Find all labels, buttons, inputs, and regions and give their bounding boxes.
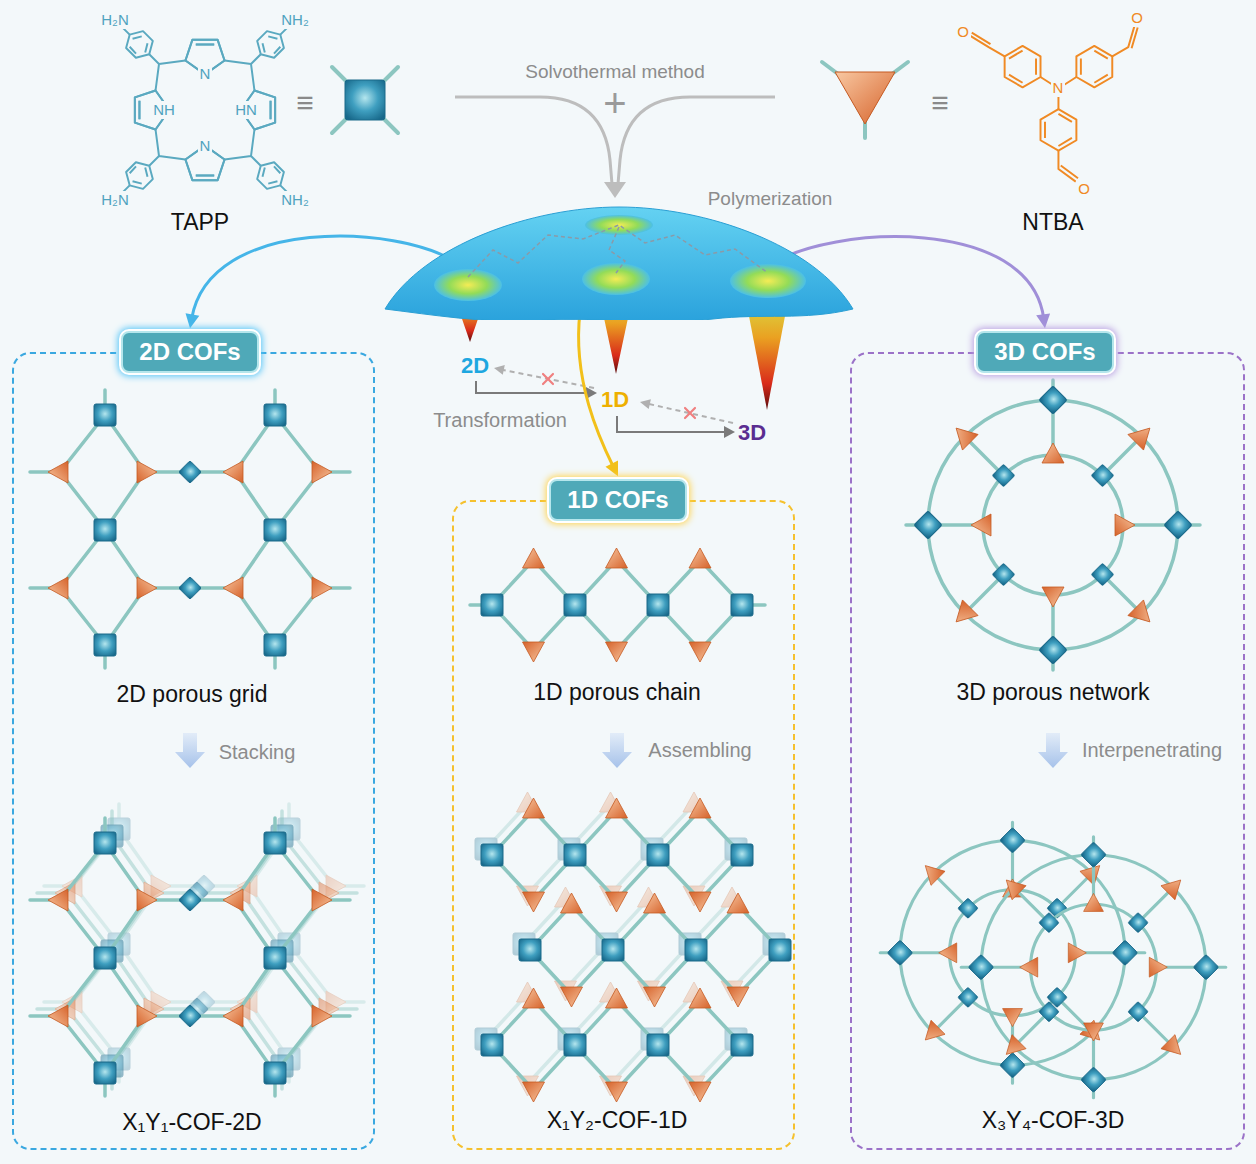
illustration-part <box>30 390 350 668</box>
illustration-part <box>481 548 753 662</box>
illustration-part <box>724 426 735 438</box>
illustration-part <box>602 733 632 768</box>
arrowhead <box>1036 313 1050 328</box>
illustration-part <box>332 67 398 133</box>
illustration-part <box>822 62 908 138</box>
atom-label: HN <box>233 101 259 118</box>
illustration-part <box>185 90 286 191</box>
molecule-name: TAPP <box>171 209 229 235</box>
network-3d <box>906 380 1200 670</box>
illustration-part <box>519 893 791 1007</box>
square-icon <box>332 67 398 133</box>
atom-label: N <box>1051 79 1066 96</box>
equivalence-sign: ≡ <box>296 86 314 121</box>
dimension-label: 3D <box>736 420 768 445</box>
step-label: Assembling <box>648 739 751 762</box>
illustration-part <box>640 399 651 409</box>
atom-label: NH₂ <box>279 191 311 208</box>
badge-label: 1D COFs <box>567 486 668 514</box>
tapp-molecule <box>123 28 286 191</box>
grid-2d <box>30 390 350 668</box>
illustration-part <box>175 733 205 768</box>
equivalence-sign: ≡ <box>931 86 949 121</box>
illustration-part <box>470 603 765 607</box>
atom-label: H₂N <box>99 11 131 28</box>
step-label: Stacking <box>219 741 296 764</box>
category-badge: 2D COFs <box>121 331 258 373</box>
illustration-part <box>455 97 612 184</box>
transformation-label: Transformation <box>431 409 569 432</box>
illustration-part <box>618 97 775 184</box>
illustration-part <box>481 988 753 1102</box>
structure-caption: 2D porous grid <box>117 681 268 707</box>
illustration-part <box>835 72 895 124</box>
atom-label: NH₂ <box>279 11 311 28</box>
dome-shape <box>383 205 855 320</box>
energy-landscape: Polymerization <box>383 205 855 320</box>
structure-caption: 3D porous network <box>956 679 1149 705</box>
illustration-part <box>476 381 586 393</box>
step-label: Interpenetrating <box>1082 739 1222 762</box>
illustration-part <box>617 416 724 432</box>
cof-panel: 2D porous gridStackingX₁Y₁-COF-2D2D COFs <box>12 352 375 1150</box>
cof-name: X₁Y₁-COF-2D <box>122 1109 261 1135</box>
interpenetrated-3d <box>880 822 1226 1097</box>
atom-label: H₂N <box>99 191 131 208</box>
illustration-part <box>1041 77 1077 109</box>
illustration-part <box>345 80 385 120</box>
badge-label: 3D COFs <box>994 338 1095 366</box>
dimension-label: 2D <box>459 353 491 378</box>
assembled-1d <box>475 792 791 1102</box>
atom-label: O <box>1129 9 1145 26</box>
dimension-label: 1D <box>599 387 631 412</box>
structure-caption: 1D porous chain <box>533 679 701 705</box>
atom-label: N <box>198 137 213 154</box>
plus-sign: + <box>603 80 626 126</box>
category-badge: 3D COFs <box>976 331 1113 373</box>
badge-label: 2D COFs <box>139 338 240 366</box>
illustration-part <box>1058 151 1078 182</box>
atom-label: O <box>955 23 971 40</box>
cof-name: X₃Y₄-COF-3D <box>982 1107 1125 1133</box>
atom-label: N <box>198 65 213 82</box>
illustration-part <box>30 818 350 1096</box>
illustration-part <box>970 33 1005 57</box>
arrowhead <box>186 313 200 328</box>
illustration-part <box>481 798 753 912</box>
down-arrows <box>175 733 1068 768</box>
molecule-name: NTBA <box>1022 209 1083 235</box>
ntba-molecule <box>970 26 1138 181</box>
cof-name: X₁Y₂-COF-1D <box>547 1107 688 1133</box>
illustration-part <box>494 365 505 375</box>
illustration-part <box>1038 733 1068 768</box>
category-badge: 1D COFs <box>549 479 686 521</box>
process-label: Polymerization <box>708 188 833 210</box>
reaction-arrowhead <box>604 182 626 198</box>
illustration-part <box>961 837 1226 1098</box>
method-label: Solvothermal method <box>525 61 705 83</box>
chain-1d <box>470 548 765 662</box>
illustration-part <box>1009 51 1108 146</box>
arrowhead <box>605 461 618 477</box>
triangle-icon <box>822 62 908 138</box>
stacked-2d <box>30 804 364 1096</box>
atom-label: O <box>1076 180 1092 197</box>
cof-panel: 1D porous chainAssemblingX₁Y₂-COF-1D1D C… <box>452 500 795 1150</box>
atom-label: NH <box>151 101 177 118</box>
cof-panel: 3D porous networkInterpenetratingX₃Y₄-CO… <box>850 352 1245 1150</box>
illustration-part <box>906 380 1200 670</box>
illustration-part <box>1112 26 1137 56</box>
